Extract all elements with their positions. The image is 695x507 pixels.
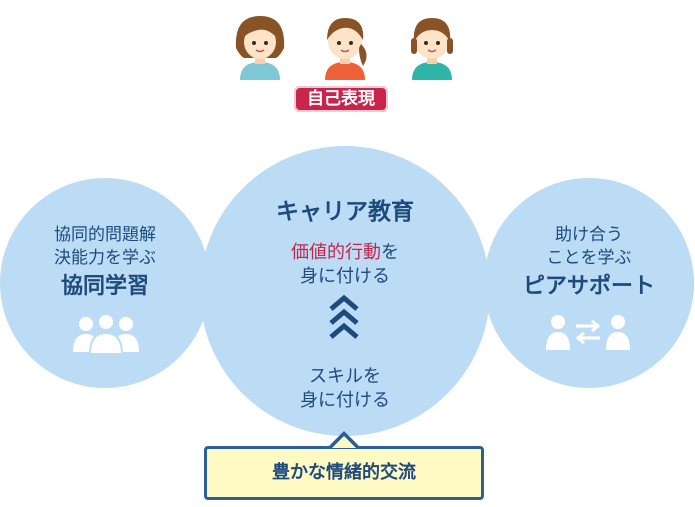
left-line2: 決能力を学ぶ	[54, 248, 156, 268]
exchange-people-icon	[546, 315, 630, 350]
center-upper-line2: 身に付ける	[300, 266, 390, 287]
center-lower-line2: 身に付ける	[300, 390, 390, 411]
left-title: 協同学習	[60, 274, 149, 299]
left-line1: 協同的問題解	[54, 225, 156, 245]
right-line2: ことを学ぶ	[546, 248, 632, 268]
avatars-group	[235, 16, 453, 80]
avatar-girl-3-icon	[411, 18, 453, 80]
right-title: ピアサポート	[522, 274, 655, 299]
upper-line1-rest: を	[381, 242, 399, 263]
callout-pointer-inner	[332, 436, 356, 448]
center-upper-line1: 価値的行動を	[245, 238, 445, 264]
chevron-up-icon	[329, 294, 359, 339]
right-line1: 助け合う	[555, 225, 623, 245]
right-circle	[484, 178, 694, 388]
center-lower-line1: スキルを	[309, 366, 381, 387]
value-action-highlight: 価値的行動	[291, 242, 381, 263]
center-title: キャリア教育	[276, 199, 414, 225]
emotional-exchange-callout: 豊かな情緒的交流	[204, 446, 484, 500]
center-circle	[200, 146, 490, 436]
group-people-icon	[73, 313, 139, 354]
self-expression-badge: 自己表現	[294, 86, 388, 112]
avatar-girl-2-icon	[325, 18, 367, 80]
avatar-girl-1-icon	[235, 16, 285, 80]
